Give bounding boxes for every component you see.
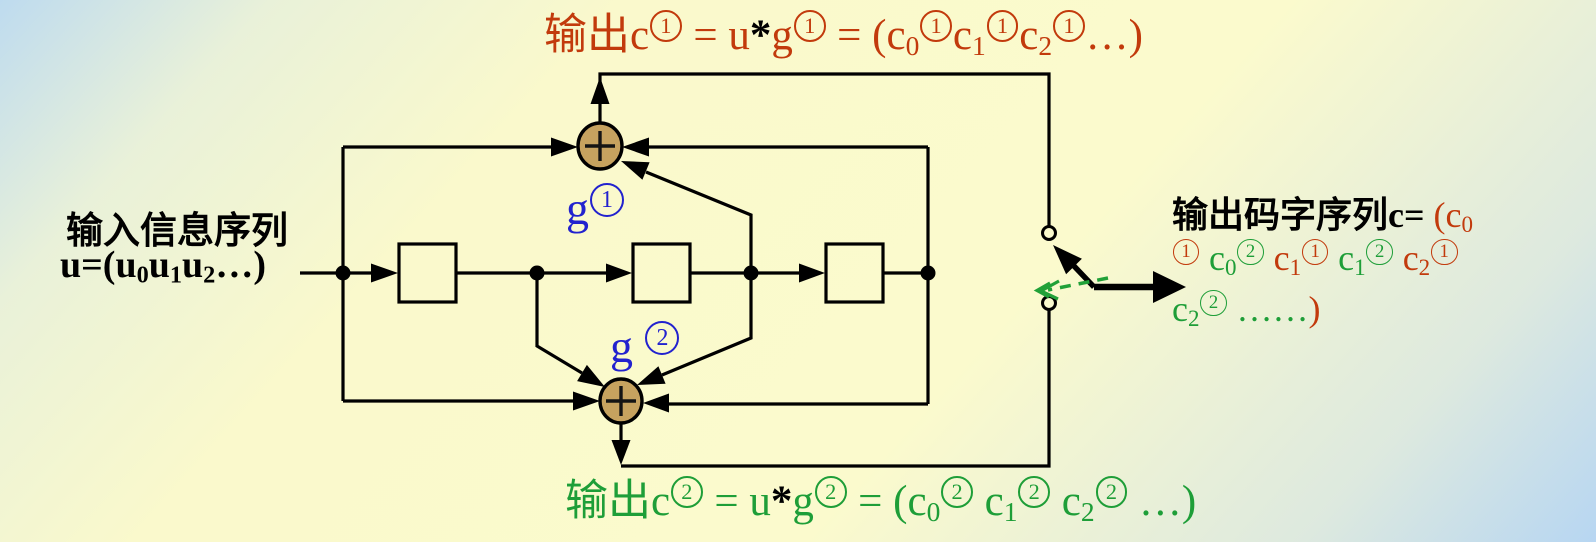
output-sequence-arrowhead — [1153, 271, 1186, 303]
input-sequence-label-line2: u=(u0u1u2…) — [60, 244, 266, 289]
output-codeword-sequence-label: 输出码字序列c= (c0 1 c02 c11 c12 c21 c22 ……) — [1172, 186, 1473, 339]
output-codeword-line3: c22 ……) — [1172, 289, 1321, 332]
plus-icon — [606, 386, 636, 416]
arrowhead-bottom-adder-right-diag — [637, 366, 666, 385]
input-arrowhead — [371, 263, 398, 283]
switch-arm — [1072, 264, 1096, 289]
commutator-switch — [1033, 225, 1186, 311]
junction-dot-after-reg1 — [529, 265, 545, 281]
plus-icon — [585, 131, 615, 161]
modulo2-adder-bottom — [598, 377, 644, 425]
shift-register-box-2 — [631, 242, 692, 304]
arrowhead-into-reg3 — [799, 263, 825, 283]
shift-register-box-3 — [824, 242, 885, 304]
switch-rotation-dashed-line — [1047, 276, 1109, 292]
arrowhead-top-adder-right — [622, 137, 649, 157]
arrowhead-bottom-adder-left-diag — [577, 364, 605, 387]
arrowhead-bottom-adder-right — [643, 393, 669, 413]
output-codeword-line2: 1 c02 c11 c12 c21 — [1172, 237, 1473, 288]
tap-after-reg1-to-bottom-adder — [535, 273, 583, 375]
tap-after-reg2-to-bottom-adder — [661, 273, 753, 377]
shift-register-box-1 — [397, 242, 458, 304]
junction-dot-after-reg2 — [743, 265, 759, 281]
output-c2-line — [621, 310, 1051, 468]
input-sequence-label-line1: 输入信息序列 — [66, 211, 288, 252]
output-codeword-line1: 输出码字序列c= (c0 — [1172, 195, 1473, 238]
junction-dot-input — [335, 265, 351, 281]
modulo2-adder-top — [576, 121, 624, 171]
arrowhead-output-c2-down — [611, 440, 631, 465]
switch-rotation-arrowhead-icon — [1033, 279, 1060, 301]
generator-g2-label: g 2 — [610, 320, 680, 373]
arrowhead-top-adder-left — [551, 137, 578, 157]
arrowhead-into-reg2 — [606, 263, 632, 283]
switch-arm-arrowhead — [1053, 245, 1082, 275]
arrowhead-bottom-adder-left — [573, 391, 600, 411]
output-c1-line — [598, 72, 1051, 226]
tap-after-reg2-to-top-adder — [645, 170, 753, 273]
arrowhead-top-adder-diag — [621, 161, 650, 180]
junction-dot-after-reg3 — [920, 265, 936, 281]
switch-contact-top — [1041, 225, 1057, 241]
arrowhead-output-c1-up — [590, 77, 610, 104]
